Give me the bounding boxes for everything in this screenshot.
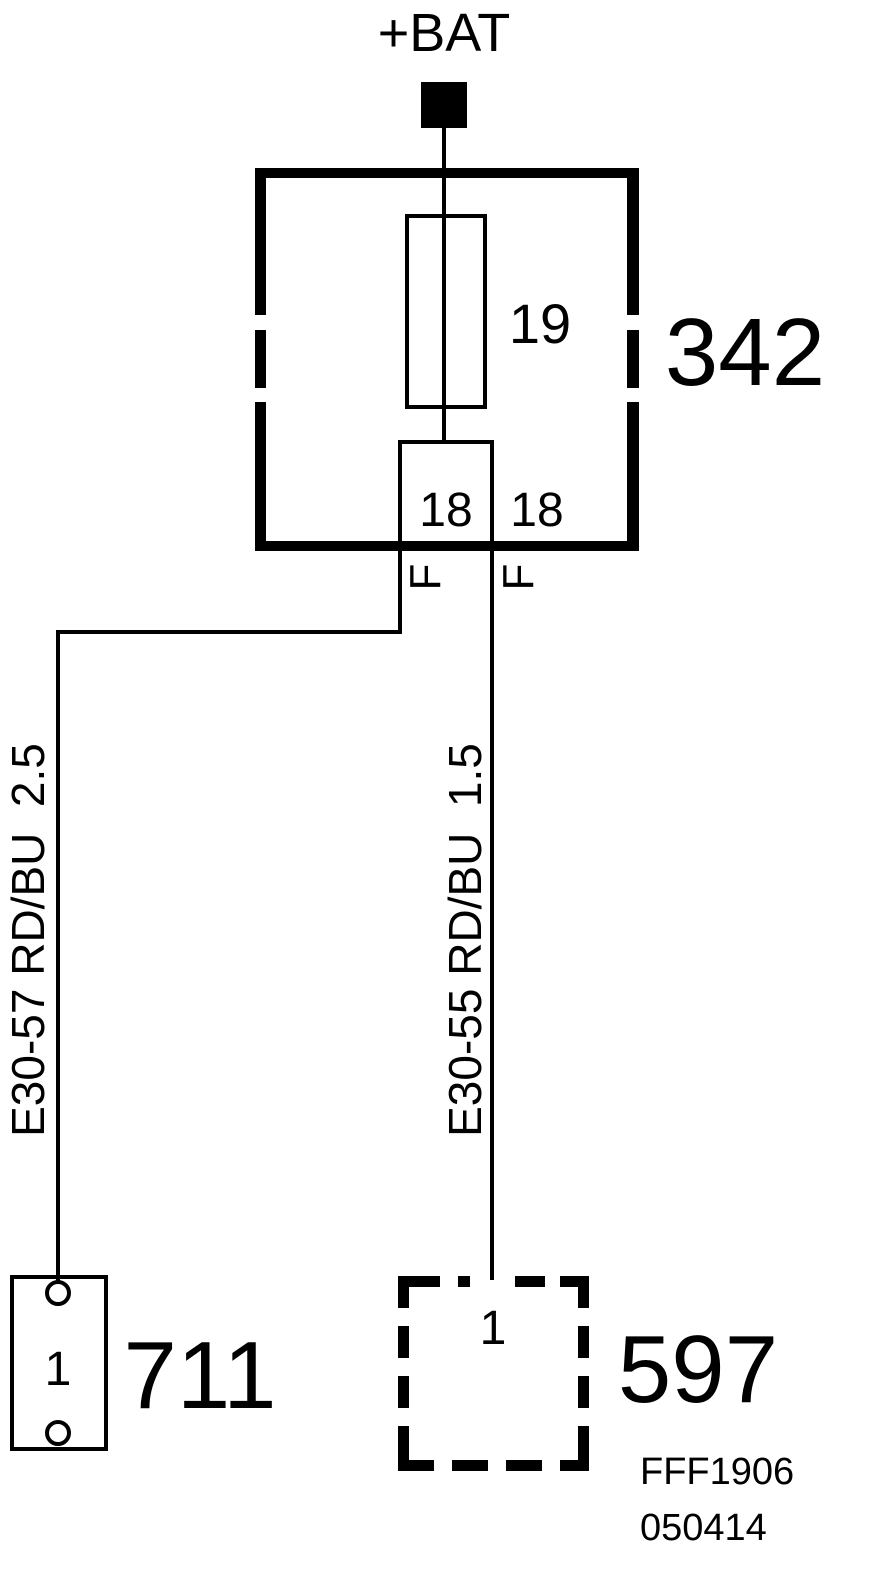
- battery-terminal: [421, 82, 467, 128]
- fuse-box-outline: [255, 168, 639, 551]
- connector-711: [10, 1275, 108, 1451]
- connector-597-pin-label: 1: [480, 1302, 507, 1355]
- connector-711-id: 711: [123, 1322, 276, 1429]
- diagram-code: FFF1906: [640, 1451, 794, 1493]
- fuse-box-id: 342: [665, 299, 825, 406]
- terminal-left-label: F: [401, 564, 450, 591]
- pin-right-label: 18: [510, 484, 563, 537]
- connector-711-pin-label: 1: [45, 1343, 72, 1396]
- wire-left-label: E30-57 RD/BU 2.5: [2, 743, 54, 1137]
- connector-597-outline: [398, 1276, 589, 1471]
- fuse-number: 19: [509, 292, 571, 355]
- terminal-right-label: F: [494, 564, 543, 591]
- wire-right-label: E30-55 RD/BU 1.5: [439, 743, 491, 1137]
- fuse-19: [405, 214, 487, 409]
- connector-711-pin-bottom: [45, 1420, 71, 1446]
- connector-597-id: 597: [618, 1316, 778, 1423]
- connector-711-pin-top: [45, 1280, 71, 1306]
- supply-label: +BAT: [378, 3, 511, 63]
- wire-left: [56, 630, 400, 1283]
- diagram-date: 050414: [640, 1507, 767, 1549]
- pin-left-label: 18: [419, 484, 472, 537]
